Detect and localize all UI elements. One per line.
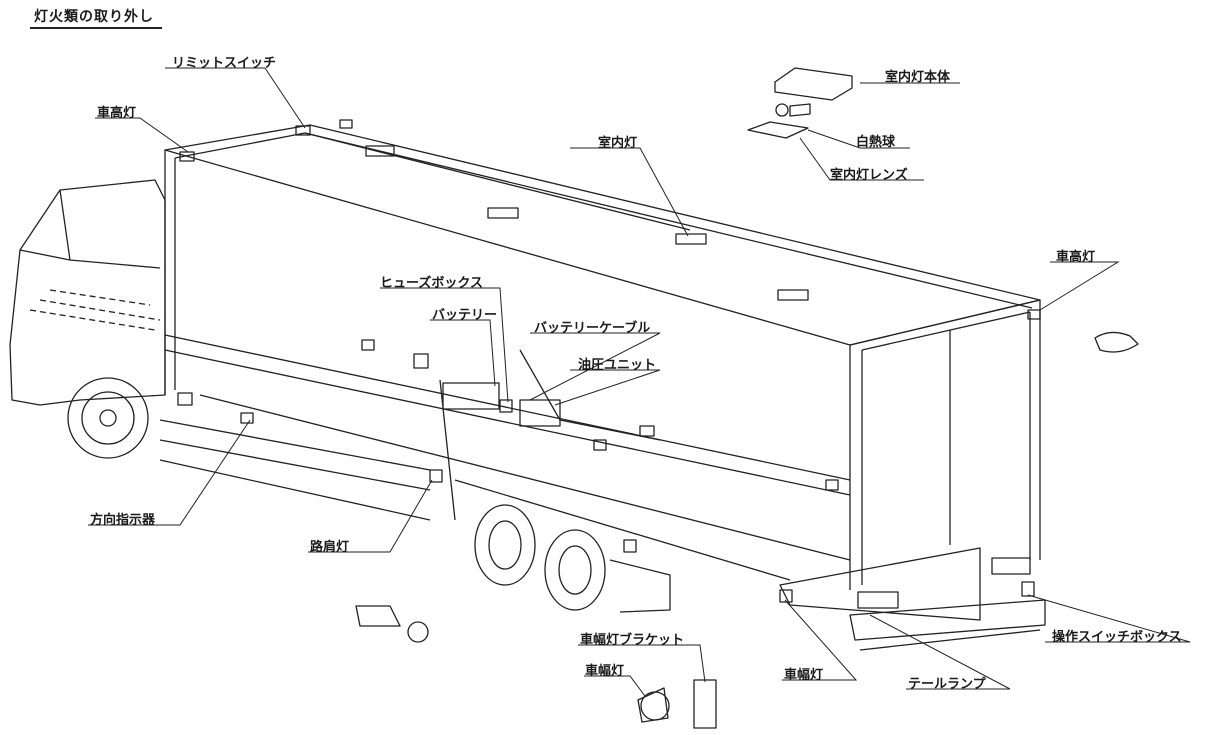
rear-wheels: [474, 504, 671, 613]
label-side-marker-small: 車幅灯: [585, 664, 625, 679]
label-tail-lamp: テールランプ: [908, 677, 986, 692]
label-limit-switch: リミットスイッチ: [172, 56, 277, 71]
loose-parts: [355, 67, 1139, 729]
label-turn-signal: 方向指示器: [90, 513, 156, 528]
label-side-marker-bracket: 車幅灯ブラケット: [580, 633, 685, 648]
page-title: 灯火類の取り外し: [34, 9, 154, 25]
roof-lights: [179, 119, 1041, 320]
label-clearance-light-right: 車高灯: [1056, 250, 1096, 265]
label-fuse-box: ヒューズボックス: [380, 276, 483, 291]
chassis: [159, 334, 1046, 651]
label-incandescent-bulb: 白熱球: [856, 135, 896, 150]
label-battery: バッテリー: [432, 308, 498, 323]
label-shoulder-light: 路肩灯: [310, 540, 350, 555]
label-hydraulic-unit: 油圧ユニット: [578, 358, 657, 373]
leader-lines: [88, 67, 1191, 697]
label-room-light-lens: 室内灯レンズ: [830, 168, 908, 183]
small-fixtures: [177, 339, 1035, 609]
title-underline: [30, 27, 162, 29]
truck-cab: [9, 179, 166, 406]
label-room-light-body: 室内灯本体: [885, 70, 951, 85]
battery-area: [413, 353, 561, 427]
label-side-marker: 車幅灯: [784, 668, 824, 683]
cargo-box: [164, 124, 1041, 590]
front-wheel: [67, 377, 149, 459]
label-clearance-light-left: 車高灯: [97, 106, 137, 121]
label-switch-box: 操作スイッチボックス: [1052, 630, 1182, 645]
label-battery-cable: バッテリーケーブル: [534, 321, 651, 336]
label-room-light: 室内灯: [598, 136, 638, 151]
